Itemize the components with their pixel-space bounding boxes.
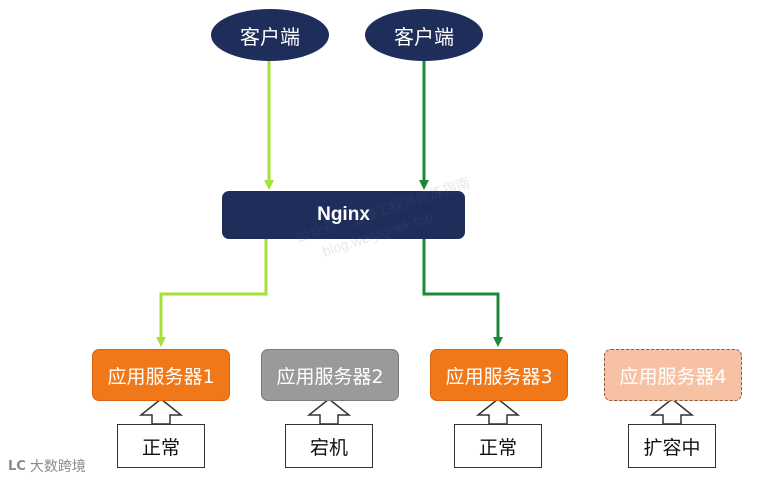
status-arrow-3 [475,398,521,425]
brand-logo-icon: LC [8,458,26,474]
status-label-1: 正常 [141,436,180,459]
status-arrow-1 [138,398,184,425]
wire-nginx-server1 [156,239,268,347]
server-label-2: 应用服务器2 [276,365,384,388]
status-arrow-2 [306,398,352,425]
server-node-3: 应用服务器3 [430,349,568,401]
status-box-4: 扩容中 [628,424,716,468]
server-node-1: 应用服务器1 [92,349,230,401]
status-label-3: 正常 [478,436,517,459]
server-node-4: 应用服务器4 [604,349,742,401]
status-box-3: 正常 [454,424,542,468]
status-label-2: 宕机 [309,436,348,459]
wire-nginx-server3 [422,239,503,347]
nginx-label: Nginx [317,204,370,225]
client-node-1: 客户端 [211,9,329,61]
brand-text: 大数跨境 [29,459,86,475]
status-box-1: 正常 [117,424,205,468]
nginx-node: Nginx [222,191,465,239]
server-label-1: 应用服务器1 [107,365,215,388]
status-box-2: 宕机 [285,424,373,468]
client-label-2: 客户端 [394,24,454,49]
client-node-2: 客户端 [365,9,483,61]
status-label-4: 扩容中 [643,436,701,459]
brand-watermark: LC 大数跨境 [8,456,86,476]
status-arrow-4 [649,398,695,425]
server-label-4: 应用服务器4 [619,365,727,388]
server-node-2: 应用服务器2 [261,349,399,401]
server-label-3: 应用服务器3 [445,365,553,388]
client-label-1: 客户端 [240,24,300,49]
